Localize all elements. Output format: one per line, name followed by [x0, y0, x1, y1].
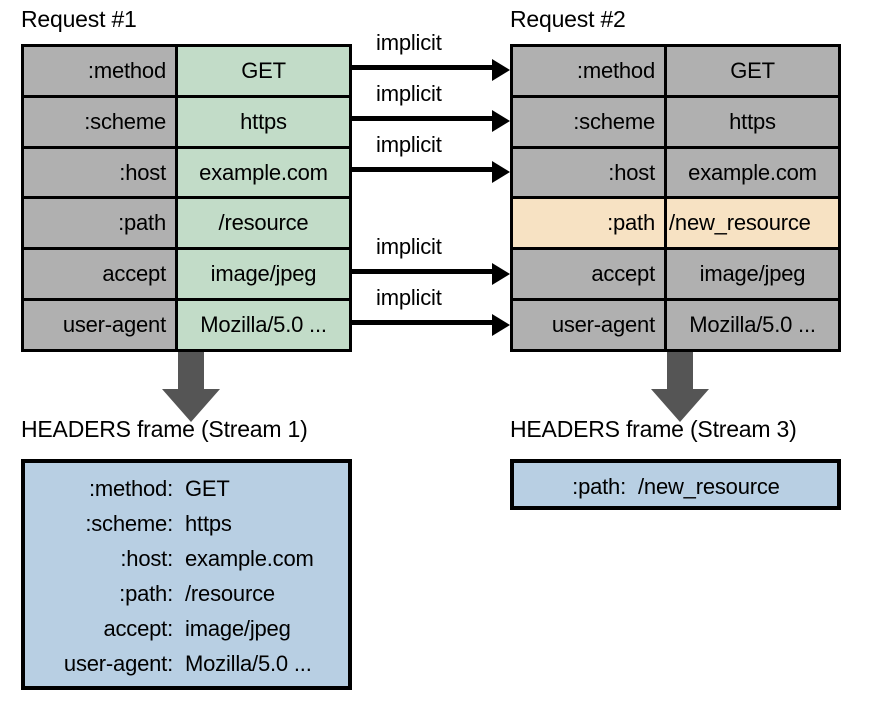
table-row: :method GET [24, 47, 349, 98]
implicit-arrow-line [352, 116, 492, 121]
header-value-cell: /resource [178, 199, 349, 248]
table-row: :path /resource [24, 199, 349, 251]
header-name-cell: :scheme [24, 97, 178, 146]
header-value-cell: Mozilla/5.0 ... [178, 301, 349, 349]
header-name-cell: :host [513, 148, 667, 197]
header-key: accept: [103, 616, 173, 641]
list-item: :method: GET [25, 471, 348, 506]
header-key: :host: [120, 546, 173, 571]
header-key: user-agent: [63, 651, 173, 676]
list-item: :path: /resource [25, 576, 348, 611]
header-name-cell: user-agent [24, 301, 178, 349]
implicit-arrow-line [352, 320, 492, 325]
implicit-arrow-head-icon [492, 59, 510, 81]
implicit-arrow-line [352, 167, 492, 172]
down-arrow-icon-stream1 [162, 352, 220, 424]
header-value: image/jpeg [185, 616, 291, 641]
header-name-cell: :path [24, 199, 178, 248]
list-item: :scheme: https [25, 506, 348, 541]
header-value: https [185, 511, 232, 536]
header-key: :path: [572, 474, 626, 499]
table-row: accept image/jpeg [24, 250, 349, 302]
table-row: :scheme https [513, 97, 838, 149]
header-name-cell: accept [24, 250, 178, 299]
header-value-cell: GET [178, 47, 349, 95]
implicit-arrow-head-icon [492, 314, 510, 336]
table-row: user-agent Mozilla/5.0 ... [513, 301, 838, 349]
header-name-cell: user-agent [513, 301, 667, 349]
header-name-cell: :path [513, 199, 667, 248]
request-1-title: Request #1 [21, 6, 137, 32]
down-arrow-icon-stream3 [651, 352, 709, 424]
header-value: example.com [185, 546, 314, 571]
arrow-shaft [178, 352, 204, 390]
header-value: /new_resource [638, 474, 780, 499]
implicit-arrow-head-icon [492, 161, 510, 183]
header-value-cell: Mozilla/5.0 ... [667, 301, 838, 349]
table-row: :scheme https [24, 97, 349, 149]
table-row: :host example.com [24, 148, 349, 200]
header-value-cell: image/jpeg [178, 250, 349, 299]
table-row: :method GET [513, 47, 838, 98]
list-item: :path: /new_resource [514, 469, 837, 504]
implicit-arrow-line [352, 269, 492, 274]
implicit-arrow-head-icon [492, 110, 510, 132]
request-2-header-table: :method GET :scheme https :host example.… [510, 44, 841, 352]
list-item: user-agent: Mozilla/5.0 ... [25, 646, 348, 681]
list-item: :host: example.com [25, 541, 348, 576]
header-value-cell: /new_resource [667, 199, 838, 248]
arrow-head [651, 389, 709, 422]
headers-frame-2-list: :path: /new_resource [514, 469, 837, 504]
implicit-arrow-group: implicit implicit implicit implicit impl… [352, 0, 510, 719]
request-1-header-table: :method GET :scheme https :host example.… [21, 44, 352, 352]
header-key: :method: [88, 476, 173, 501]
header-key: :scheme: [85, 511, 173, 536]
header-value-cell: example.com [178, 148, 349, 197]
implicit-label: implicit [376, 285, 442, 310]
headers-frame-2-box: :path: /new_resource [510, 459, 841, 510]
header-name-cell: :method [513, 47, 667, 95]
list-item: accept: image/jpeg [25, 611, 348, 646]
table-row: accept image/jpeg [513, 250, 838, 302]
header-value-cell: GET [667, 47, 838, 95]
implicit-label: implicit [376, 234, 442, 259]
headers-frame-1-box: :method: GET :scheme: https :host: examp… [21, 459, 352, 690]
arrow-shaft [667, 352, 693, 390]
table-row: :host example.com [513, 148, 838, 200]
header-value: GET [185, 476, 230, 501]
header-name-cell: :scheme [513, 97, 667, 146]
implicit-arrow-head-icon [492, 263, 510, 285]
header-name-cell: :method [24, 47, 178, 95]
header-key: :path: [119, 581, 173, 606]
table-row-highlighted: :path /new_resource [513, 199, 838, 251]
implicit-label: implicit [376, 30, 442, 55]
arrow-head [162, 389, 220, 422]
implicit-label: implicit [376, 132, 442, 157]
header-name-cell: accept [513, 250, 667, 299]
header-value: Mozilla/5.0 ... [185, 651, 312, 676]
header-value-cell: https [178, 97, 349, 146]
header-value-cell: example.com [667, 148, 838, 197]
headers-frame-1-list: :method: GET :scheme: https :host: examp… [25, 471, 348, 681]
table-row: user-agent Mozilla/5.0 ... [24, 301, 349, 349]
header-value-cell: https [667, 97, 838, 146]
header-value-cell: image/jpeg [667, 250, 838, 299]
header-name-cell: :host [24, 148, 178, 197]
implicit-label: implicit [376, 81, 442, 106]
request-2-title: Request #2 [510, 6, 626, 32]
header-value: /resource [185, 581, 275, 606]
implicit-arrow-line [352, 65, 492, 70]
